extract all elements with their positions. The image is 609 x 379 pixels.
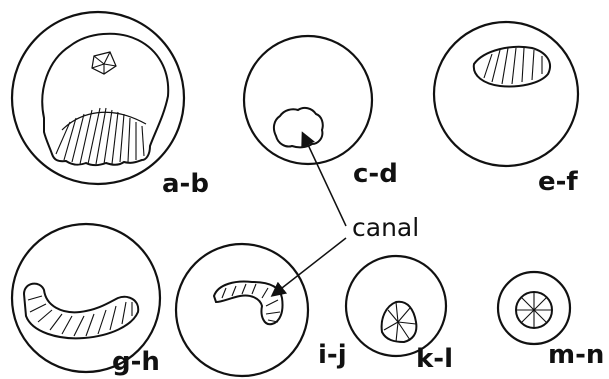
section-circle-e-f xyxy=(434,22,578,166)
panel-label-k-l: k-l xyxy=(416,344,453,374)
canal-label: canal xyxy=(352,213,419,242)
arrow-to-c-d xyxy=(303,134,346,226)
arrow-to-i-j xyxy=(273,238,346,295)
panel-label-g-h: g-h xyxy=(112,347,160,377)
canal-lumen-c-d xyxy=(274,108,323,147)
panel-g-h: g-h xyxy=(12,224,160,377)
panel-label-m-n: m-n xyxy=(548,340,604,370)
panel-label-c-d: c-d xyxy=(353,159,398,189)
panel-c-d: c-d xyxy=(244,36,398,189)
curved-canal-g-h xyxy=(24,284,138,339)
panel-label-e-f: e-f xyxy=(538,167,578,197)
panel-i-j: i-j xyxy=(176,244,347,376)
radial-ridges-m-n xyxy=(516,292,552,328)
panel-m-n: m-n xyxy=(498,272,604,370)
panel-label-i-j: i-j xyxy=(318,340,347,370)
panel-k-l: k-l xyxy=(346,256,453,374)
panel-label-a-b: a-b xyxy=(162,169,209,199)
section-circle-i-j xyxy=(176,244,308,376)
panel-e-f: e-f xyxy=(434,22,578,197)
panel-a-b: a-b xyxy=(12,12,209,199)
